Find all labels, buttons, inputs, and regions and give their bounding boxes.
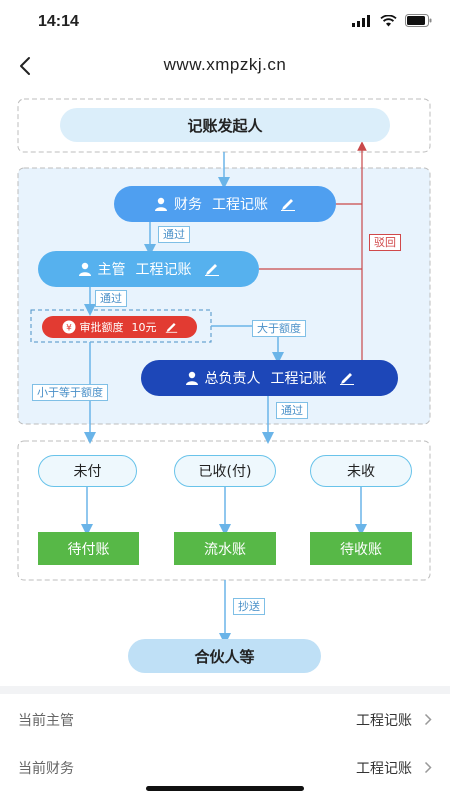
tag-pass-supervisor: 通过 xyxy=(95,290,127,307)
state-unpaid: 未付 xyxy=(38,455,137,487)
supervisor-role: 主管 xyxy=(97,262,126,278)
edit-icon[interactable] xyxy=(339,371,355,385)
approval-limit-label: 审批额度 xyxy=(79,321,124,334)
state-received-paid: 已收(付) xyxy=(174,455,276,487)
person-icon xyxy=(155,197,167,211)
home-indicator[interactable] xyxy=(146,786,304,791)
account-journal[interactable]: 流水账 xyxy=(174,532,276,565)
status-bar: 14:14 xyxy=(0,0,450,44)
status-time: 14:14 xyxy=(38,13,79,30)
tag-pass-finance: 通过 xyxy=(158,226,190,243)
account-journal-label: 流水账 xyxy=(204,541,246,558)
supervisor-approver: 工程记账 xyxy=(135,262,192,278)
chief-role: 总负责人 xyxy=(204,371,261,387)
tag-reject: 驳回 xyxy=(369,234,401,251)
edit-icon[interactable] xyxy=(165,321,178,333)
svg-text:¥: ¥ xyxy=(66,324,72,334)
account-receivable-label: 待收账 xyxy=(340,541,382,558)
partner-label: 合伙人等 xyxy=(194,647,255,666)
signal-icon xyxy=(352,14,370,27)
current-supervisor-value: 工程记账 xyxy=(356,713,412,729)
section-divider xyxy=(0,686,450,694)
approval-limit-node[interactable]: ¥ 审批额度 10元 xyxy=(42,316,197,338)
tag-pass-chief: 通过 xyxy=(276,402,308,419)
tag-above-limit: 大于额度 xyxy=(252,320,306,337)
chevron-right-icon xyxy=(424,761,432,774)
edit-icon[interactable] xyxy=(280,197,296,211)
battery-icon xyxy=(405,14,432,27)
account-payable-label: 待付账 xyxy=(67,541,110,558)
person-icon xyxy=(185,371,198,385)
edit-icon[interactable] xyxy=(204,262,220,276)
chief-approver: 工程记账 xyxy=(270,371,327,387)
current-finance-label: 当前财务 xyxy=(18,761,74,777)
current-supervisor-row[interactable]: 当前主管 工程记账 xyxy=(0,694,450,746)
flow-diagram: 记账发起人 财务 工程记账 主管 工程记账 ¥ 审批额度 10元 总负责人 工程… xyxy=(0,88,450,686)
current-finance-row[interactable]: 当前财务 工程记账 xyxy=(0,742,450,794)
yen-coin-icon: ¥ xyxy=(62,320,75,334)
account-payable[interactable]: 待付账 xyxy=(38,532,139,565)
approval-limit-amount: 10元 xyxy=(131,321,157,334)
status-icons xyxy=(352,14,432,27)
wifi-icon xyxy=(380,14,397,26)
finance-approver: 工程记账 xyxy=(212,197,268,213)
account-receivable[interactable]: 待收账 xyxy=(310,532,412,565)
tag-cc: 抄送 xyxy=(233,598,265,615)
tag-below-limit: 小于等于额度 xyxy=(32,384,108,401)
chief-node[interactable]: 总负责人 工程记账 xyxy=(141,360,398,396)
initiator-node: 记账发起人 xyxy=(60,108,390,142)
finance-role: 财务 xyxy=(174,197,202,213)
chevron-right-icon xyxy=(424,713,432,726)
result-frame xyxy=(17,440,431,581)
finance-node[interactable]: 财务 工程记账 xyxy=(114,186,336,222)
person-icon xyxy=(78,262,91,276)
initiator-label: 记账发起人 xyxy=(187,116,263,135)
current-supervisor-label: 当前主管 xyxy=(18,713,74,729)
current-finance-value: 工程记账 xyxy=(356,761,412,777)
state-unreceived-label: 未收 xyxy=(347,464,375,480)
supervisor-node[interactable]: 主管 工程记账 xyxy=(38,251,259,287)
partner-node: 合伙人等 xyxy=(128,639,321,673)
state-unpaid-label: 未付 xyxy=(73,464,102,480)
state-received-paid-label: 已收(付) xyxy=(198,464,252,480)
nav-bar: www.xmpzkj.cn xyxy=(0,44,450,88)
state-unreceived: 未收 xyxy=(310,455,412,487)
nav-title: www.xmpzkj.cn xyxy=(163,55,287,74)
back-arrow-icon[interactable] xyxy=(12,52,40,80)
